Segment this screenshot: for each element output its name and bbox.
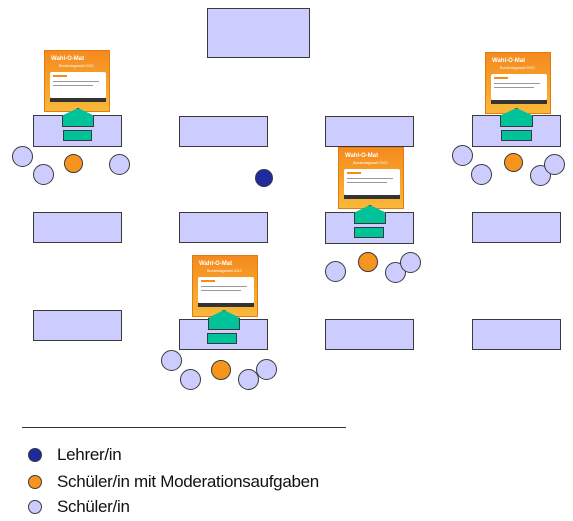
laptop-base-icon	[501, 130, 532, 141]
student-seat	[452, 145, 473, 166]
legend-item-moderator: Schüler/in mit Moderationsaufgaben	[28, 472, 319, 492]
moderator-seat	[358, 252, 378, 272]
desk-r3-c1	[33, 310, 122, 341]
teacher-seat	[255, 169, 273, 187]
poster-card	[491, 74, 547, 100]
student-seat	[471, 164, 492, 185]
moderator-seat	[64, 154, 83, 173]
desk-r2-c1	[33, 212, 122, 243]
student-seat	[109, 154, 130, 175]
poster-subtitle: Bundestagswahl 2013	[500, 66, 535, 70]
poster-card	[50, 72, 106, 98]
student-seat	[161, 350, 182, 371]
poster-card	[344, 169, 400, 195]
student-seat	[180, 369, 201, 390]
laptop-screen-icon	[354, 205, 386, 224]
poster-bar	[344, 195, 400, 199]
student-seat	[238, 369, 259, 390]
moderator-seat	[504, 153, 523, 172]
poster-title: Wahl-O-Mat	[51, 56, 85, 62]
poster-subtitle: Bundestagswahl 2013	[207, 269, 242, 273]
moderator-dot-icon	[28, 475, 42, 489]
poster-bar	[50, 98, 106, 102]
desk-r3-c3	[325, 319, 414, 350]
desk-r2-c4	[472, 212, 561, 243]
laptop-base-icon	[207, 333, 237, 344]
laptop-base-icon	[354, 227, 384, 238]
laptop-screen-icon	[62, 108, 94, 127]
wahl-o-mat-poster-4: Wahl-O-Mat Bundestagswahl 2013	[192, 255, 258, 317]
legend-divider	[22, 427, 346, 428]
poster-bar	[198, 303, 254, 307]
student-seat	[544, 154, 565, 175]
poster-title: Wahl-O-Mat	[345, 153, 379, 159]
desk-r1-c2	[179, 116, 268, 147]
teacher-dot-icon	[28, 448, 42, 462]
legend-item-student: Schüler/in	[28, 497, 130, 517]
legend-label: Schüler/in	[57, 497, 130, 516]
laptop-base-icon	[63, 130, 92, 141]
laptop-screen-icon	[208, 310, 240, 330]
legend-label: Schüler/in mit Moderationsaufgaben	[57, 472, 319, 491]
laptop-screen-icon	[500, 108, 533, 127]
teacher-desk	[207, 8, 310, 58]
wahl-o-mat-poster-2: Wahl-O-Mat Bundestagswahl 2013	[485, 52, 551, 114]
wahl-o-mat-poster-3: Wahl-O-Mat Bundestagswahl 2013	[338, 147, 404, 209]
student-seat	[400, 252, 421, 273]
poster-title: Wahl-O-Mat	[492, 58, 526, 64]
student-seat	[256, 359, 277, 380]
legend-item-teacher: Lehrer/in	[28, 445, 122, 465]
poster-subtitle: Bundestagswahl 2013	[353, 161, 388, 165]
poster-bar	[491, 100, 547, 104]
student-seat	[12, 146, 33, 167]
legend-label: Lehrer/in	[57, 445, 122, 464]
desk-r3-c4	[472, 319, 561, 350]
student-dot-icon	[28, 500, 42, 514]
poster-card	[198, 277, 254, 303]
wahl-o-mat-poster-1: Wahl-O-Mat Bundestagswahl 2013	[44, 50, 110, 112]
desk-r1-c3	[325, 116, 414, 147]
student-seat	[325, 261, 346, 282]
poster-title: Wahl-O-Mat	[199, 261, 233, 267]
student-seat	[33, 164, 54, 185]
poster-subtitle: Bundestagswahl 2013	[59, 64, 94, 68]
moderator-seat	[211, 360, 231, 380]
desk-r2-c2	[179, 212, 268, 243]
